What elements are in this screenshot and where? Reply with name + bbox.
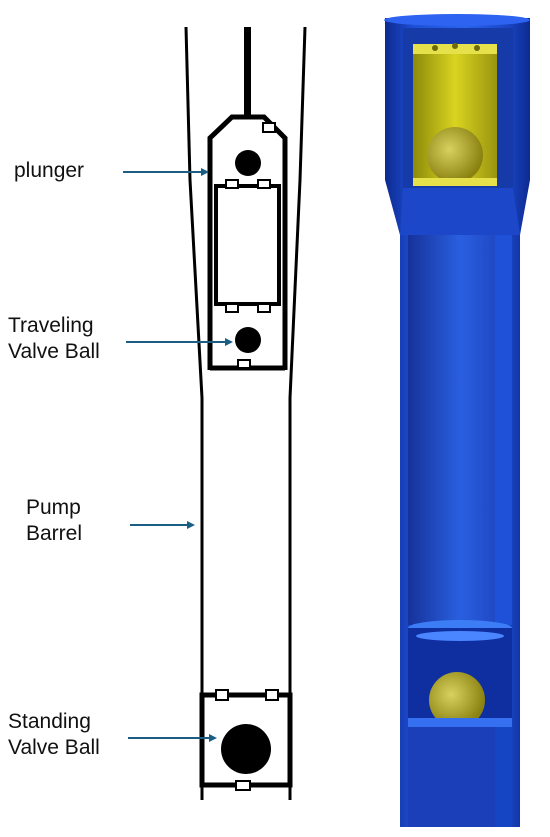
label-pump-line2: Barrel — [26, 522, 83, 545]
plunger-head — [207, 114, 288, 370]
arrow-plunger — [123, 168, 209, 176]
label-traveling-line1: Traveling — [8, 314, 94, 337]
label-pump-barrel: Pump Barrel — [26, 495, 82, 547]
label-standing-line2: Valve Ball — [8, 736, 100, 759]
label-standing-valve-ball: Standing Valve Ball — [8, 709, 100, 761]
label-standing-line1: Standing — [8, 710, 91, 733]
arrow-traveling — [126, 338, 233, 346]
plunger-ball — [235, 150, 261, 176]
sucker-rod — [244, 27, 251, 115]
barrel-right-wall — [288, 26, 307, 800]
traveling-valve-ball — [235, 327, 261, 353]
standing-valve-ball — [221, 724, 271, 774]
label-pump-line1: Pump — [26, 496, 81, 519]
barrel-bore — [408, 235, 512, 625]
pump-schematic — [123, 26, 307, 800]
barrel-left-wall — [184, 26, 204, 800]
plunger-body — [214, 184, 281, 306]
label-plunger: plunger — [14, 159, 85, 182]
pump-3d-model — [384, 14, 530, 827]
plunger-ball-3d — [427, 127, 483, 183]
arrow-standing — [128, 734, 217, 742]
label-traveling-line2: Valve Ball — [8, 340, 100, 363]
standing-ball-3d — [429, 672, 485, 728]
arrow-pump-barrel — [130, 521, 195, 529]
label-traveling-valve-ball: Traveling Valve Ball — [8, 313, 100, 365]
